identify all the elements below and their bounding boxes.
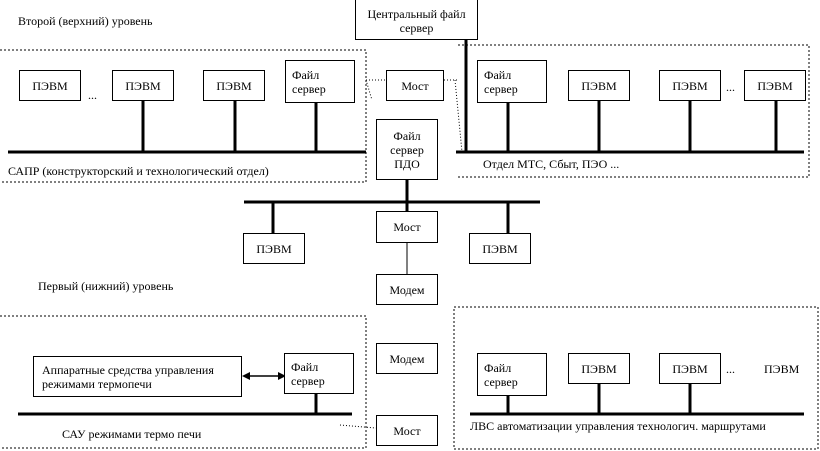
- cad-pc-3: ПЭВМ: [203, 70, 265, 101]
- pdo-file-server-label: Файл сервер ПДО: [390, 128, 424, 171]
- mts-pc-1: ПЭВМ: [568, 70, 630, 101]
- cad-ellipsis: ...: [88, 88, 97, 102]
- mts-pc-2: ПЭВМ: [659, 70, 721, 101]
- lvs-pc-2-label: ПЭВМ: [672, 361, 708, 376]
- lvs-pc-1: ПЭВМ: [568, 353, 630, 384]
- bottom-bridge-label: Мост: [393, 423, 421, 438]
- cad-label: САПР (конструкторский и технологический …: [8, 164, 269, 178]
- pdo-pc-right: ПЭВМ: [469, 233, 531, 264]
- top-bridge-label: Мост: [401, 78, 429, 93]
- lvs-file-server-label: Файл сервер: [484, 360, 518, 389]
- central-file-server-label: Центральный файл сервер: [367, 7, 466, 35]
- mts-pc-3-label: ПЭВМ: [757, 78, 793, 93]
- mid-bridge: Мост: [376, 211, 438, 243]
- cad-group-border: [0, 49, 367, 183]
- top-bridge: Мост: [386, 70, 444, 101]
- level-bottom-label: Первый (нижний) уровень: [38, 279, 174, 293]
- lvs-label: ЛВС автоматизации управления технологич.…: [470, 419, 766, 433]
- lvs-pc-3-label: ПЭВМ: [764, 362, 800, 376]
- mts-ellipsis: ...: [726, 80, 735, 94]
- cad-file-server: Файл сервер: [285, 60, 355, 103]
- hw-control-label: Аппаратные средства управления режимами …: [42, 362, 214, 391]
- mts-pc-1-label: ПЭВМ: [581, 78, 617, 93]
- bottom-modem-label: Модем: [389, 351, 425, 366]
- mts-group-border: [458, 44, 810, 178]
- pdo-pc-right-label: ПЭВМ: [482, 241, 518, 256]
- lvs-file-server: Файл сервер: [477, 353, 547, 396]
- pdo-file-server: Файл сервер ПДО: [376, 119, 438, 180]
- mts-file-server: Файл сервер: [477, 60, 547, 103]
- mts-pc-2-label: ПЭВМ: [672, 78, 708, 93]
- cad-pc-2: ПЭВМ: [112, 70, 174, 101]
- mid-modem-label: Модем: [389, 282, 425, 297]
- bridge-link-sau: [339, 424, 377, 429]
- bridge-link-left-down: [365, 79, 373, 101]
- bottom-bridge: Мост: [376, 415, 438, 446]
- sau-file-server: Файл сервер: [284, 353, 354, 394]
- cad-file-server-label: Файл сервер: [292, 67, 326, 96]
- cad-pc-1-label: ПЭВМ: [32, 78, 68, 93]
- mts-pc-3: ПЭВМ: [744, 70, 806, 101]
- bridge-link-right-down: [454, 79, 463, 153]
- lvs-group-border: [453, 306, 819, 450]
- sau-label: САУ режимами термо печи: [62, 427, 202, 441]
- hw-control-box: Аппаратные средства управления режимами …: [33, 356, 242, 397]
- cad-pc-3-label: ПЭВМ: [216, 78, 252, 93]
- sau-file-server-label: Файл сервер: [291, 359, 325, 388]
- level-top-label: Второй (верхний) уровень: [18, 14, 153, 28]
- bidirectional-arrow: [242, 372, 286, 380]
- mid-modem: Модем: [376, 274, 438, 305]
- sau-group-border: [0, 315, 367, 449]
- pdo-pc-left-label: ПЭВМ: [256, 241, 292, 256]
- cad-pc-2-label: ПЭВМ: [125, 78, 161, 93]
- mts-label: Отдел МТС, Сбыт, ПЭО ...: [483, 157, 620, 171]
- lvs-ellipsis: ...: [726, 362, 735, 376]
- bottom-modem: Модем: [376, 343, 438, 374]
- cad-pc-1: ПЭВМ: [19, 70, 81, 101]
- mid-bridge-label: Мост: [393, 220, 421, 234]
- lvs-pc-1-label: ПЭВМ: [581, 361, 617, 376]
- pdo-pc-left: ПЭВМ: [243, 233, 305, 264]
- lvs-pc-2: ПЭВМ: [659, 353, 721, 384]
- central-file-server: Центральный файл сервер: [355, 0, 478, 40]
- mts-file-server-label: Файл сервер: [484, 67, 518, 96]
